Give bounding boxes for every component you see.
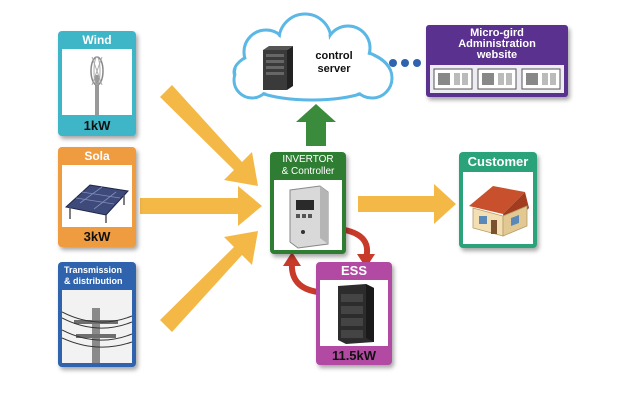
admin-panel — [430, 65, 564, 93]
solar-box: Sola 3kW — [58, 147, 136, 247]
solar-panel-icon — [64, 184, 129, 223]
solar-title: Sola — [84, 149, 110, 163]
customer-title: Customer — [467, 154, 529, 169]
link-dot — [413, 59, 421, 67]
inverter-panel — [274, 180, 342, 250]
link-dot — [401, 59, 409, 67]
customer-box: Customer — [459, 152, 537, 248]
server-icon — [263, 46, 293, 90]
power-pole-icon — [61, 308, 133, 363]
grid-box: Transmission & distribution — [58, 262, 136, 367]
customer-arrow — [358, 184, 456, 224]
grid-arrow — [160, 231, 258, 332]
wind-box: Wind 1kW — [58, 31, 136, 136]
discharge-arrowhead — [283, 252, 301, 266]
admin-title: Micro-gird Administration website — [458, 27, 536, 61]
ess-panel — [320, 280, 388, 346]
solar-arrow — [140, 186, 262, 226]
grid-panel — [61, 290, 133, 363]
link-dot — [389, 59, 397, 67]
customer-panel — [463, 172, 533, 244]
wind-panel — [62, 49, 132, 115]
up-arrow — [296, 104, 336, 146]
inverter-icon — [289, 185, 329, 249]
house-icon — [469, 186, 529, 237]
dashboard-widgets-icon — [433, 68, 561, 90]
wind-arrow — [160, 85, 258, 186]
charge-arrowhead — [357, 254, 375, 268]
inverter-title: INVERTOR & Controller — [281, 154, 335, 177]
control-server-label: control server — [315, 50, 353, 75]
grid-title: Transmission & distribution — [64, 265, 123, 286]
charge-arrow — [344, 227, 370, 259]
discharge-arrow — [288, 261, 319, 295]
wind-power: 1kW — [83, 118, 111, 133]
ess-box: ESS 11.5kW — [316, 262, 392, 365]
wind-title: Wind — [82, 33, 112, 47]
ess-power: 11.5kW — [331, 348, 377, 363]
inverter-box: INVERTOR & Controller — [270, 152, 346, 254]
admin-box: Micro-gird Administration website — [426, 25, 568, 97]
solar-power: 3kW — [83, 229, 111, 244]
battery-rack-icon — [338, 284, 374, 344]
wind-turbine-icon — [90, 56, 104, 115]
ess-title: ESS — [340, 263, 367, 278]
solar-panel — [62, 165, 132, 227]
